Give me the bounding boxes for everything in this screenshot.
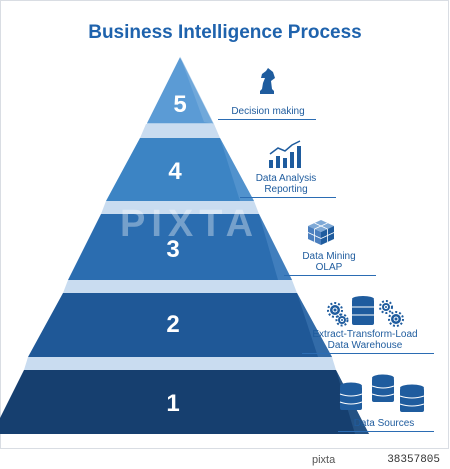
footer-bar: pixta 38357805: [0, 451, 450, 469]
level-1-number: 1: [166, 390, 180, 417]
level-3-label: Data Mining OLAP: [302, 251, 356, 273]
level-5-label: Decision making: [231, 106, 305, 117]
watermark: PIXTA: [120, 203, 260, 245]
level-3-number: 3: [166, 236, 180, 263]
footer-brand: pixta: [312, 454, 336, 466]
pyramid-level-2: [28, 293, 332, 357]
bar-chart-icon: [269, 140, 301, 168]
pyramid-level-3: [68, 214, 292, 280]
level-3-rule: [284, 275, 376, 276]
pyramid: [0, 54, 369, 434]
level-4-label: Data Analysis Reporting: [255, 173, 317, 195]
level-2-number: 2: [166, 311, 180, 338]
level-1-label: Data Sources: [353, 418, 415, 429]
level-2-label: Extract-Transform-Load Data Warehouse: [312, 329, 418, 351]
pyramid-level-1: [0, 370, 369, 434]
database-gears-icon: [327, 296, 404, 327]
level-2-rule: [302, 353, 434, 354]
chess-knight-icon: [260, 68, 275, 94]
level-4-rule: [240, 197, 336, 198]
footer-image-id: 38357805: [387, 454, 440, 466]
diagram-title: Business Intelligence Process: [88, 22, 362, 43]
level-5-rule: [218, 119, 316, 120]
level-4-number: 4: [168, 158, 182, 185]
pyramid-level-4: [106, 138, 254, 201]
level-1-rule: [338, 431, 434, 432]
cube-icon: [307, 220, 335, 245]
databases-icon: [339, 374, 425, 412]
level-5-number: 5: [173, 91, 187, 118]
